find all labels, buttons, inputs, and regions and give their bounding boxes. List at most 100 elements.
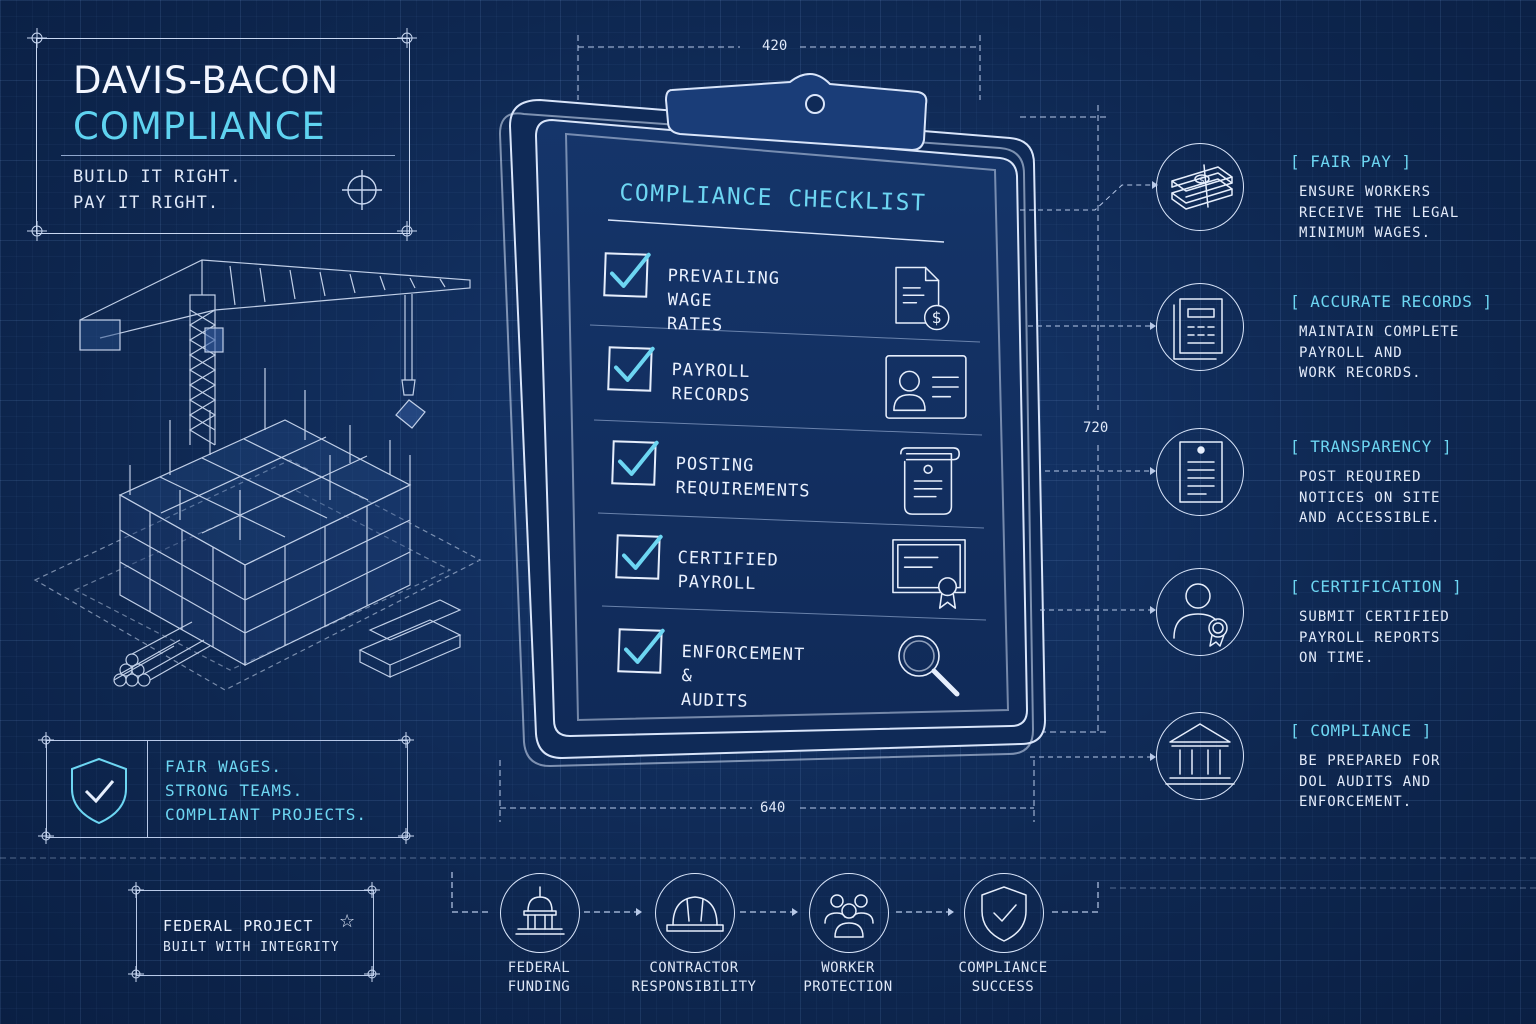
principle-icon-circle: $ — [1156, 143, 1244, 231]
star-icon: ☆ — [339, 911, 356, 932]
checklist-item-label: POSTING — [675, 453, 755, 477]
principle-description-line: NOTICES ON SITE — [1299, 489, 1441, 506]
principle-description-line: RECEIVE THE LEGAL — [1299, 204, 1460, 221]
checklist-item-label: PREVAILING — [667, 265, 781, 289]
principle-heading: [ TRANSPARENCY ] — [1290, 437, 1453, 456]
flow-step-icon — [508, 881, 572, 945]
flow-step-label: COMPLIANCE — [958, 960, 1048, 976]
principle-icon-circle — [1156, 568, 1244, 656]
checklist-item-label: ENFORCEMENT — [681, 641, 806, 666]
checklist-item-icon — [893, 630, 963, 700]
principle-description-line: ENFORCEMENT. — [1299, 794, 1413, 810]
principle-icon: $ — [1160, 147, 1240, 227]
principle-description-line: MINIMUM WAGES. — [1299, 225, 1432, 241]
flow-step-label: WORKER — [821, 960, 875, 976]
checkbox-checked[interactable] — [615, 533, 663, 580]
flow-step-circle — [964, 873, 1044, 953]
federal-project-label: FEDERAL PROJECT — [163, 917, 314, 935]
principle-icon-circle — [1156, 712, 1244, 800]
connector-lines — [1020, 181, 1158, 761]
checklist-item-icon: $ — [884, 262, 958, 336]
checklist-item-sublabel: & AUDITS — [680, 665, 749, 712]
flow-step-sublabel: SUCCESS — [971, 979, 1035, 995]
values-line-1: FAIR WAGES. — [165, 757, 282, 776]
construction-site-illustration — [33, 259, 482, 691]
principle-icon — [1160, 287, 1240, 367]
principle-heading: [ ACCURATE RECORDS ] — [1290, 292, 1493, 311]
flow-step-circle — [500, 873, 580, 953]
tagline-line-2: PAY IT RIGHT. — [73, 193, 220, 213]
svg-text:$: $ — [1199, 176, 1205, 186]
flow-step-label: CONTRACTOR — [649, 960, 739, 976]
values-line-2: STRONG TEAMS. — [165, 781, 304, 800]
principle-icon — [1160, 572, 1240, 652]
checkbox-checked[interactable] — [603, 251, 651, 298]
workers-group-icon — [824, 894, 874, 938]
posted-notice-icon — [1179, 441, 1223, 503]
principle-heading: [ FAIR PAY ] — [1290, 152, 1412, 171]
shield-check-icon — [981, 886, 1027, 942]
checklist-item-sublabel: RECORDS — [671, 383, 751, 407]
shield-check-icon — [71, 757, 127, 825]
flow-step-label: FEDERAL — [507, 960, 571, 976]
crosshair-icon — [342, 170, 382, 210]
height-dimension: 720 — [1083, 420, 1109, 436]
flow-arrows — [0, 857, 1536, 916]
principle-description-line: ENSURE WORKERS — [1299, 184, 1432, 200]
checklist-item-sublabel: WAGE RATES — [666, 289, 724, 336]
principle-description-line: MAINTAIN COMPLETE — [1299, 324, 1460, 340]
principle-description-line: POST REQUIRED — [1299, 469, 1422, 485]
svg-text:$: $ — [932, 308, 942, 327]
certificate-icon — [892, 539, 966, 609]
bottom-width-dimension: 640 — [760, 800, 786, 816]
checklist-item-sublabel: REQUIREMENTS — [675, 477, 811, 502]
federal-project-sublabel: BUILT WITH INTEGRITY — [163, 940, 340, 955]
values-box: FAIR WAGES. STRONG TEAMS. COMPLIANT PROJ… — [46, 740, 408, 838]
checklist-item-icon — [896, 446, 964, 518]
checkbox-checked[interactable] — [607, 345, 655, 392]
checkmark-icon — [617, 628, 665, 674]
principle-description-line: PAYROLL AND — [1299, 344, 1403, 361]
federal-box-corners — [128, 882, 380, 982]
page-subtitle: COMPLIANCE — [73, 105, 326, 148]
records-icon — [1173, 298, 1223, 360]
checkmark-icon — [607, 346, 655, 392]
scroll-notice-icon — [900, 447, 960, 515]
values-line-3: COMPLIANT PROJECTS. — [165, 805, 368, 824]
principle-description-line: ON TIME. — [1299, 650, 1375, 666]
money-stack-icon: $ — [1171, 164, 1233, 210]
flow-step-icon — [817, 881, 881, 945]
checkmark-icon — [615, 534, 663, 580]
flow-step-sublabel: FUNDING — [507, 979, 571, 995]
title-box: DAVIS-BACON COMPLIANCE BUILD IT RIGHT. P… — [36, 38, 410, 234]
id-card-icon — [885, 355, 967, 419]
box-divider — [147, 741, 148, 837]
checklist-item-icon — [882, 350, 970, 422]
checklist-item-sublabel: PAYROLL — [677, 571, 757, 595]
magnifier-icon — [898, 635, 960, 697]
checklist-item-label: PAYROLL — [671, 359, 751, 383]
capitol-icon — [515, 886, 565, 935]
top-width-dimension: 420 — [762, 38, 788, 54]
principle-description-line: WORK RECORDS. — [1299, 365, 1422, 381]
government-building-icon — [1165, 723, 1235, 785]
checkbox-checked[interactable] — [617, 627, 665, 674]
principle-description-line: PAYROLL REPORTS — [1299, 629, 1441, 646]
clipboard — [498, 72, 1047, 768]
flow-step-circle — [809, 873, 889, 953]
federal-project-box: FEDERAL PROJECT BUILT WITH INTEGRITY ☆ — [136, 890, 374, 976]
principle-description-line: AND ACCESSIBLE. — [1299, 510, 1441, 526]
flow-step-sublabel: PROTECTION — [803, 979, 893, 995]
values-box-corners — [38, 732, 414, 844]
checkbox-checked[interactable] — [611, 439, 659, 486]
checklist-item-icon — [888, 536, 970, 612]
title-divider — [61, 155, 395, 156]
tagline-line-1: BUILD IT RIGHT. — [73, 167, 242, 187]
principle-icon — [1160, 716, 1240, 796]
principle-icon — [1160, 432, 1240, 512]
principle-description-line: BE PREPARED FOR — [1299, 753, 1441, 769]
principle-icon-circle — [1156, 283, 1244, 371]
hard-hat-icon — [666, 896, 724, 932]
title-box-corners — [27, 28, 417, 241]
principle-description-line: SUBMIT CERTIFIED — [1299, 609, 1450, 625]
